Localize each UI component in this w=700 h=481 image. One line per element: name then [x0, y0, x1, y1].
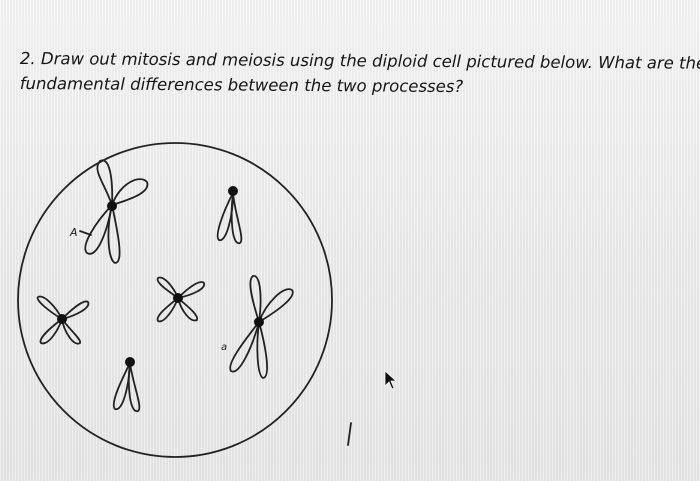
chromatid-arm [229, 321, 260, 373]
chromatid-arm [112, 362, 131, 410]
chromatid-arm [258, 288, 294, 323]
chromatid-arm [107, 204, 121, 264]
chromosome-large-x-2: a [221, 275, 294, 379]
centromere [107, 201, 117, 211]
text-cursor-mark [347, 422, 352, 446]
chromatid-arm [111, 178, 149, 206]
allele-label-a: A [69, 226, 78, 239]
chromatid-arm [96, 159, 114, 206]
centromere [254, 317, 264, 327]
chromatid-arm [61, 300, 90, 320]
chromosome-small-v-2 [112, 357, 141, 412]
chromosome-small-x-2 [156, 276, 205, 323]
chromatid-arm [230, 192, 243, 244]
chromatid-arm [84, 204, 113, 255]
mouse-cursor-icon [384, 370, 398, 390]
cell-membrane [17, 142, 333, 458]
centromere [173, 293, 183, 303]
chromosome-small-x-1 [36, 295, 90, 345]
centromere [57, 314, 67, 324]
chromatid-arm [177, 281, 205, 299]
centromere [228, 186, 238, 196]
chromosome-large-x-1: A [69, 159, 149, 264]
chromatid-arm [156, 297, 179, 323]
chromatid-arm [256, 321, 268, 379]
chromatid-arm [216, 192, 234, 241]
allele-label-a-lower: a [221, 342, 227, 353]
chromatid-arm [39, 318, 63, 345]
label-pointer [79, 230, 92, 236]
chromatid-arm [127, 362, 141, 412]
chromatid-arm [156, 276, 179, 299]
chromosome-small-v-1 [216, 186, 243, 244]
chromatid-arm [249, 275, 262, 323]
centromere [125, 357, 135, 367]
chromatid-arm [36, 295, 63, 320]
chromatid-arm [177, 297, 199, 322]
chromatid-arm [61, 318, 82, 345]
